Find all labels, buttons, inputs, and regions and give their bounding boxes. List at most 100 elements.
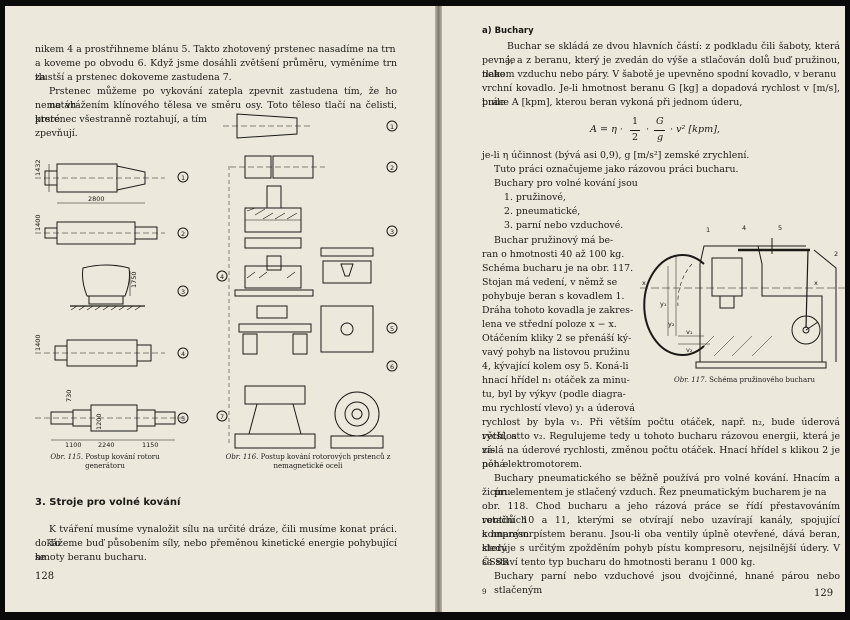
left-para2-line-3: prstenec všestranně roztahují, a tím [35,114,207,125]
fig116-caption: Obr. 116. Postup kování rotorových prste… [213,453,403,470]
hammer-type-list: 1. pružinové, 2. pneumatické, 3. parní n… [504,191,623,233]
full-line-6: žicím elementem je stlačený vzduch. Řez … [482,487,827,498]
left-para2-line-4: zpevňují. [35,128,78,139]
spring-line-13: mu rychlostí vlevo) y₁ a úderová [482,403,635,414]
equation-num2: G [656,116,664,127]
fig116-marker-2: 2 [390,164,394,172]
fig117-label-y1: y₁ [660,300,667,308]
fig117-label-5: 5 [778,224,782,232]
right-intro-line-3: tlakem vzduchu nebo páry. V šabotě je up… [482,69,837,80]
list-item: 1. pružinové, [504,192,566,203]
equation-rhs: · v² [kpm], [670,124,721,135]
left-intro-line-2: a koveme po obvodu 6. Když jsme dosáhli … [35,58,397,84]
full-line-7: obr. 118. Chod bucharu a jeho rázová prá… [482,501,840,527]
fig115-dim-1200: 1200 [95,413,103,430]
book-gutter [435,6,442,612]
fig115-marker-2: 2 [181,230,185,238]
fig116-marker-3: 3 [390,228,394,236]
section-line-1: K tváření musíme vynaložit sílu na určit… [49,524,397,550]
fig115-caption-label: Obr. 115. [50,453,84,461]
full-line-5: Buchary pneumatického se běžně používá p… [494,473,840,499]
right-page-number: 129 [814,588,834,599]
spring-line-8: Otáčením kliky 2 se přenáší ký- [482,333,632,344]
full-line-10: sleduje s určitým zpožděním pohyb pístu … [482,543,840,569]
fig115-dim-2240: 2240 [98,441,115,449]
left-intro-line-1: nikem 4 a prostřihneme blánu 5. Takto zh… [35,44,396,55]
full-line-1: rychlost by byla v₁. Při větším počtu ot… [482,417,840,443]
right-subheading: a) Buchary [482,26,534,36]
fig115-marker-1: 1 [181,174,185,182]
right-intro-line-4: vrchní kovadlo. Je-li hmotnost beranu G … [482,83,840,109]
fig117-label-x-left: x [642,279,646,287]
equation-num1: 1 [632,116,639,127]
fig115-marker-4: 4 [181,350,185,358]
full-line-12: Buchary parní nebo vzduchové jsou dvojči… [494,571,840,597]
fig116-caption-text: Postup kování rotorových prstenců z nema… [260,453,391,470]
spring-line-9: vavý pohyb na listovou pružinu [482,347,630,358]
fig117-label-v1: v₁ [686,328,693,336]
spring-line-5: pohybuje beran s kovadlem 1. [482,291,625,302]
fig115-dim-1400a: 1400 [34,214,42,231]
fig117-caption: Obr. 117. Schéma pružinového bucharu [657,376,832,385]
spring-line-11: hnací hřídel n₁ otáček za minu- [482,375,630,386]
full-line-11: se staví tento typ bucharu do hmotnosti … [482,557,756,568]
left-intro-line-3: tlustší a prstenec dokoveme zastudena 7. [35,72,232,83]
full-line-2: větší, a to v₂. Regulujeme tedy u tohoto… [482,431,840,457]
footer-marker: 9 [482,588,487,596]
fig116-marker-5: 5 [390,325,394,333]
figure-117-spring-hammer: 1 4 5 2 x x y₁ y₂ v₁ v₂ [640,224,846,369]
fig115-dim-1100: 1100 [65,441,82,449]
figure-115-rotor-forging: 1432 2800 1400 1750 1400 730 1200 1100 2… [34,159,189,449]
fig115-marker-3: 3 [181,288,185,296]
fig115-dim-2800: 2800 [88,195,105,203]
right-intro-line-1: Buchar se skládá ze dvou hlavních částí:… [507,41,840,67]
fig116-marker-1: 1 [390,123,394,131]
spring-line-6: Dráha tohoto kovadla je zakres- [482,305,634,316]
fig115-caption: Obr. 115. Postup kování rotoru generátor… [40,453,170,470]
spring-line-4: Stojan má vedení, v němž se [482,277,618,288]
after-eq-line-1: je-li η účinnost (bývá asi 0,9), g [m/s²… [482,150,750,161]
full-line-9: s hnaným pístem beranu. Jsou-li oba vent… [482,529,840,555]
equation-lhs: A = η · [590,124,623,135]
right-intro-line-5: práce A [kpm], kterou beran vykoná při j… [482,97,743,108]
fig117-label-y2: y₂ [668,320,675,328]
fig116-caption-label: Obr. 116. [225,453,259,461]
fig115-dim-1400b: 1400 [34,334,42,351]
fig115-dim-1432: 1432 [34,159,42,176]
equation-den2: g [657,132,664,143]
spring-line-10: 4, kývající kolem osy 5. Koná-li [482,361,629,372]
fig117-label-1: 1 [706,226,710,234]
spring-line-1: Buchar pružinový má be- [494,235,614,246]
fig116-marker-7: 7 [220,413,224,421]
spring-line-2: ran o hmotnosti 40 až 100 kg. [482,249,625,260]
fig117-label-2: 2 [834,250,838,258]
fig117-caption-label: Obr. 117. [674,376,707,384]
spring-line-12: tu, byl by výkyv (podle diagra- [482,389,626,400]
section-heading: 3. Stroje pro volné kování [35,497,181,508]
fig115-marker-5: 5 [181,415,185,423]
fig116-marker-6: 6 [390,363,394,371]
spring-line-7: lena ve střední poloze x − x. [482,319,617,330]
fig115-dim-730: 730 [65,390,73,402]
spring-line-3: Schéma bucharu je na obr. 117. [482,263,634,274]
after-eq-line-3: Buchary pro volné kování jsou [494,178,638,189]
section-line-3: hmoty beranu bucharu. [35,552,147,563]
fig115-dim-1150: 1150 [142,441,159,449]
figure-116-ring-forging: 1 2 3 4 5 6 7 [216,113,398,449]
left-page: nikem 4 a prostřihneme blánu 5. Takto zh… [5,6,435,612]
left-para2-line-1: Prstenec můžeme po vykování zatepla zpev… [49,86,397,112]
fig117-label-x-right: x [814,279,818,287]
fig115-caption-text: Postup kování rotoru generátoru [85,453,160,470]
left-page-number: 128 [35,571,55,582]
fig117-label-4: 4 [742,224,746,232]
fig117-label-v2: v₂ [686,346,693,354]
equation-den1: 2 [632,132,639,143]
fig117-caption-text: Schéma pružinového bucharu [709,376,815,384]
full-line-3: vislá na úderové rychlosti, změnou počtu… [482,445,840,471]
right-intro-line-2: pevná, a z beranu, který je zvedán do vý… [482,55,840,81]
list-item: 3. parní nebo vzduchové. [504,220,624,231]
fig115-dim-1750: 1750 [130,271,138,288]
left-para2-line-2: neme vrážením klínového tělesa ve směru … [35,100,397,126]
right-page: a) Buchary Buchar se skládá ze dvou hlav… [442,6,846,612]
list-item: 2. pneumatické, [504,206,581,217]
